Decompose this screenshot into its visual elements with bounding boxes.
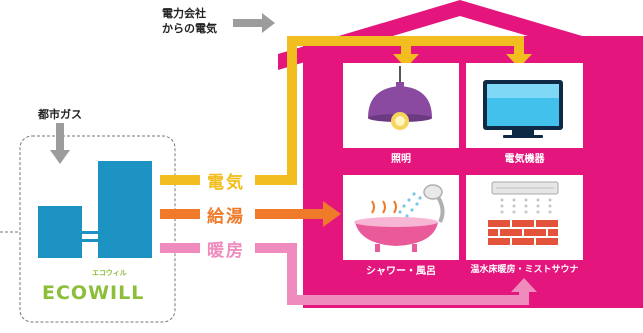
lamp-icon	[368, 66, 432, 130]
fuel-cell-unit	[38, 206, 82, 258]
electricity-flow	[160, 36, 532, 185]
unit-dashed-border	[19, 135, 176, 323]
floor-heating-mist-icon	[488, 181, 559, 245]
unit-pipe-lower	[82, 239, 98, 242]
ecowill-logo: ECOWILL	[42, 282, 145, 304]
hot-water-flow	[160, 201, 341, 227]
power-arrow	[233, 13, 275, 33]
label-bar-bath	[343, 260, 459, 277]
tv-icon	[483, 80, 563, 138]
electricity-label: 電気	[207, 173, 245, 193]
heating-flow	[160, 243, 537, 305]
gas-arrow	[50, 123, 70, 164]
hot-water-tank	[98, 161, 152, 258]
hot-water-label: 給湯	[207, 207, 245, 227]
house-roof	[278, 0, 643, 70]
shower-bath-icon	[354, 184, 445, 252]
label-bar-appliances	[466, 148, 583, 165]
logo-kana: エコウィル	[92, 269, 127, 277]
power-company-note-line1: 電力会社	[162, 7, 206, 20]
power-company-note-line2: からの電気	[162, 22, 217, 35]
room-label-bath: シャワー・風呂	[366, 266, 436, 277]
city-gas-note: 都市ガス	[38, 108, 82, 121]
room-label-appliances: 電気機器	[504, 154, 545, 165]
heating-label: 暖房	[207, 241, 245, 261]
room-label-floor-heating: 温水床暖房・ミストサウナ	[470, 265, 579, 275]
room-label-lighting: 照明	[391, 154, 411, 165]
label-bar-floor-heating	[466, 260, 583, 277]
unit-pipe-upper	[82, 231, 98, 234]
label-bar-lighting	[343, 148, 459, 165]
